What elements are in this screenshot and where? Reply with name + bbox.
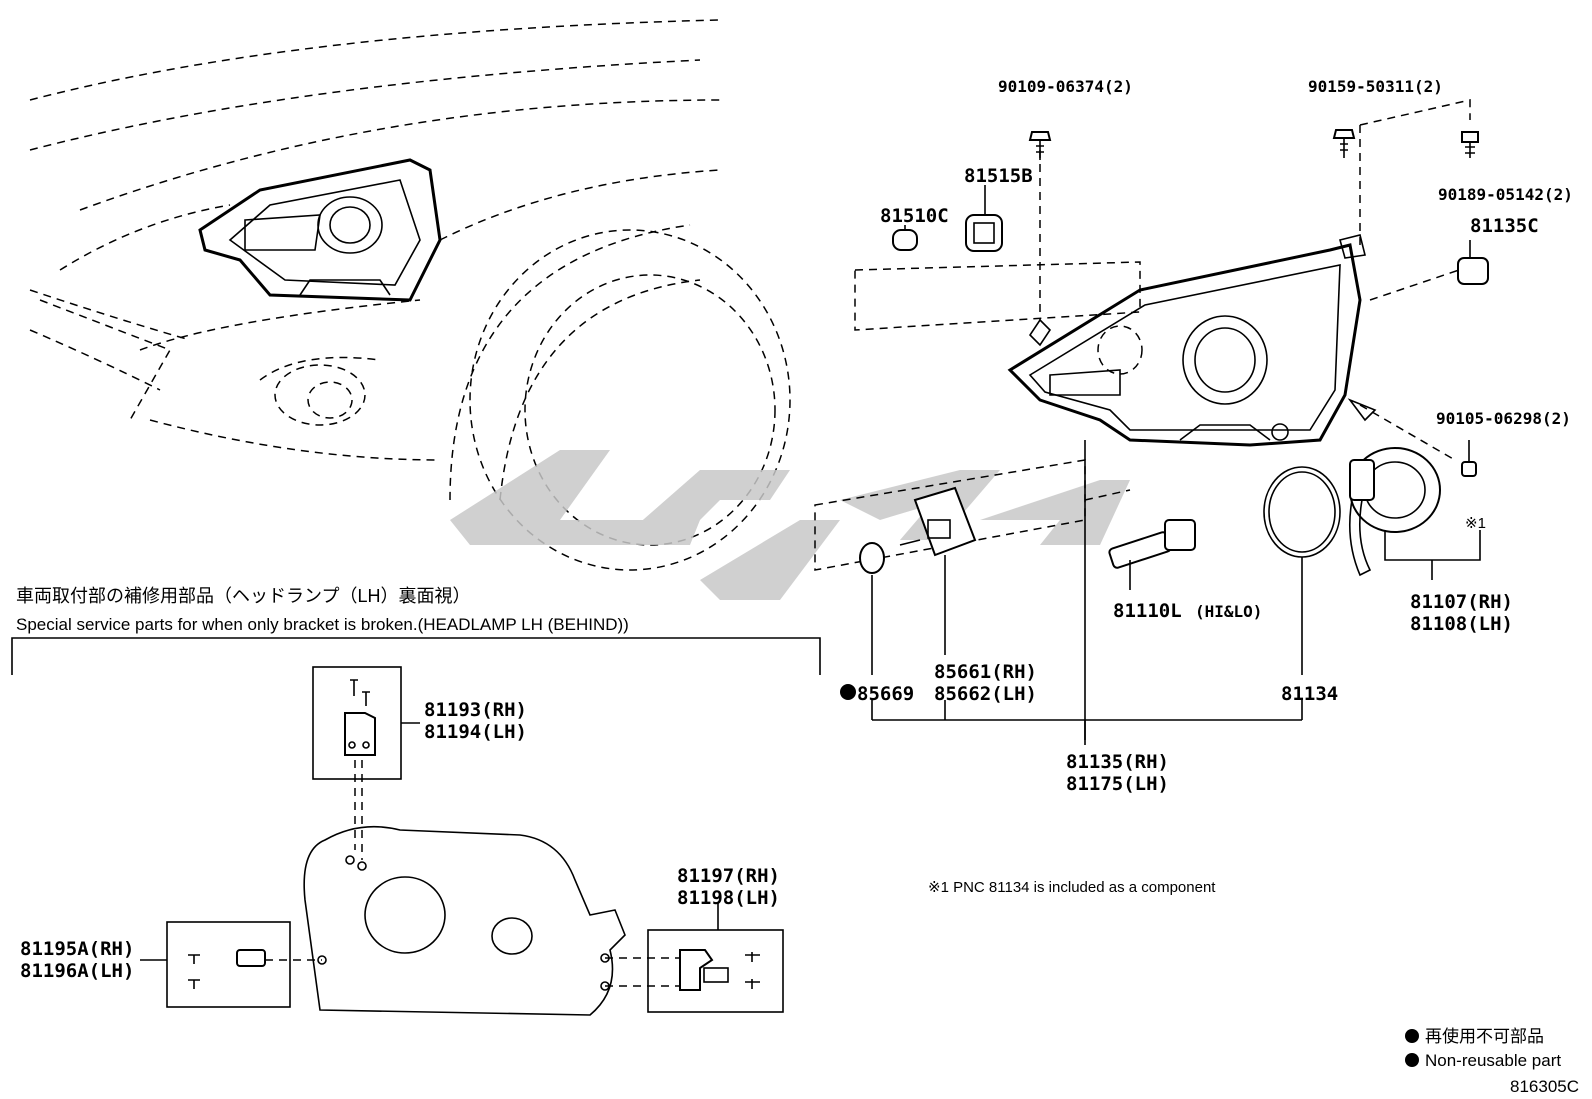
callout-81135: 81135(RH)	[1066, 751, 1169, 773]
callout-81110l: 81110L	[1113, 600, 1182, 622]
callout-81195a: 81195A(RH)	[20, 938, 134, 960]
legend-jp: 再使用不可部品	[1425, 1026, 1544, 1046]
callout-81110l-note: (HI&LO)	[1195, 602, 1262, 621]
callout-90189: 90189-05142(2)	[1438, 185, 1573, 204]
callout-81193: 81193(RH)	[424, 699, 527, 721]
bulb-81510c	[892, 225, 918, 251]
callout-85661: 85661(RH)	[934, 661, 1037, 683]
callout-90105: 90105-06298(2)	[1436, 409, 1571, 428]
callout-81107: 81107(RH)	[1410, 591, 1513, 613]
screw-90105	[1461, 440, 1477, 477]
bulb-81110l	[1108, 519, 1196, 590]
footnote: ※1 PNC 81134 is included as a component	[928, 879, 1216, 896]
callout-81135c: 81135C	[1470, 215, 1539, 237]
callout-90159: 90159-50311(2)	[1308, 77, 1443, 96]
callout-90109: 90109-06374(2)	[998, 77, 1133, 96]
headlamp-in-vehicle	[198, 158, 442, 302]
callout-81196a: 81196A(LH)	[20, 960, 134, 982]
bolt-group-frame	[1359, 99, 1471, 126]
bracket-81197-box	[647, 929, 784, 1013]
legend-dot-jp	[1405, 1029, 1419, 1043]
socket-81135c	[1457, 240, 1489, 285]
bracket-81195a	[188, 949, 266, 989]
headlamp-assembly	[1007, 234, 1377, 447]
ballast-85661	[899, 486, 977, 655]
bracket-81193	[344, 679, 376, 756]
callout-81198: 81198(LH)	[677, 887, 780, 909]
socket-81515b	[965, 185, 1003, 252]
bolt-90109	[1028, 131, 1052, 160]
bracket-81197	[679, 949, 760, 991]
ballast-group-frame	[814, 459, 1086, 571]
bracket-81195a-box	[166, 921, 291, 1008]
mark-1: ※1	[1465, 515, 1486, 532]
callout-85662: 85662(LH)	[934, 683, 1037, 705]
screw-90189	[1461, 131, 1479, 158]
callout-81515b: 81515B	[964, 165, 1033, 187]
ring-85669	[859, 542, 885, 574]
en-section-title: Special service parts for when only brac…	[16, 615, 629, 634]
callout-81108: 81108(LH)	[1410, 613, 1513, 635]
callout-85669: 85669	[857, 683, 914, 705]
legend-en: Non-reusable part	[1425, 1051, 1561, 1070]
jp-section-title: 車両取付部の補修用部品（ヘッドランプ（LH）裏面視）	[16, 586, 470, 606]
cover-81107	[1348, 447, 1441, 577]
vehicle-front-illustration	[29, 19, 791, 571]
legend-dot-en	[1405, 1053, 1419, 1067]
non-reusable-dot	[840, 684, 856, 700]
callout-81134: 81134	[1281, 683, 1338, 705]
callout-81510c: 81510C	[880, 205, 949, 227]
callout-81194: 81194(LH)	[424, 721, 527, 743]
drawing-code: 816305C	[1510, 1077, 1579, 1096]
callout-81175: 81175(LH)	[1066, 773, 1169, 795]
callout-81197: 81197(RH)	[677, 865, 780, 887]
bracket-section-frame	[11, 637, 821, 675]
bolt-90159	[1332, 129, 1356, 158]
